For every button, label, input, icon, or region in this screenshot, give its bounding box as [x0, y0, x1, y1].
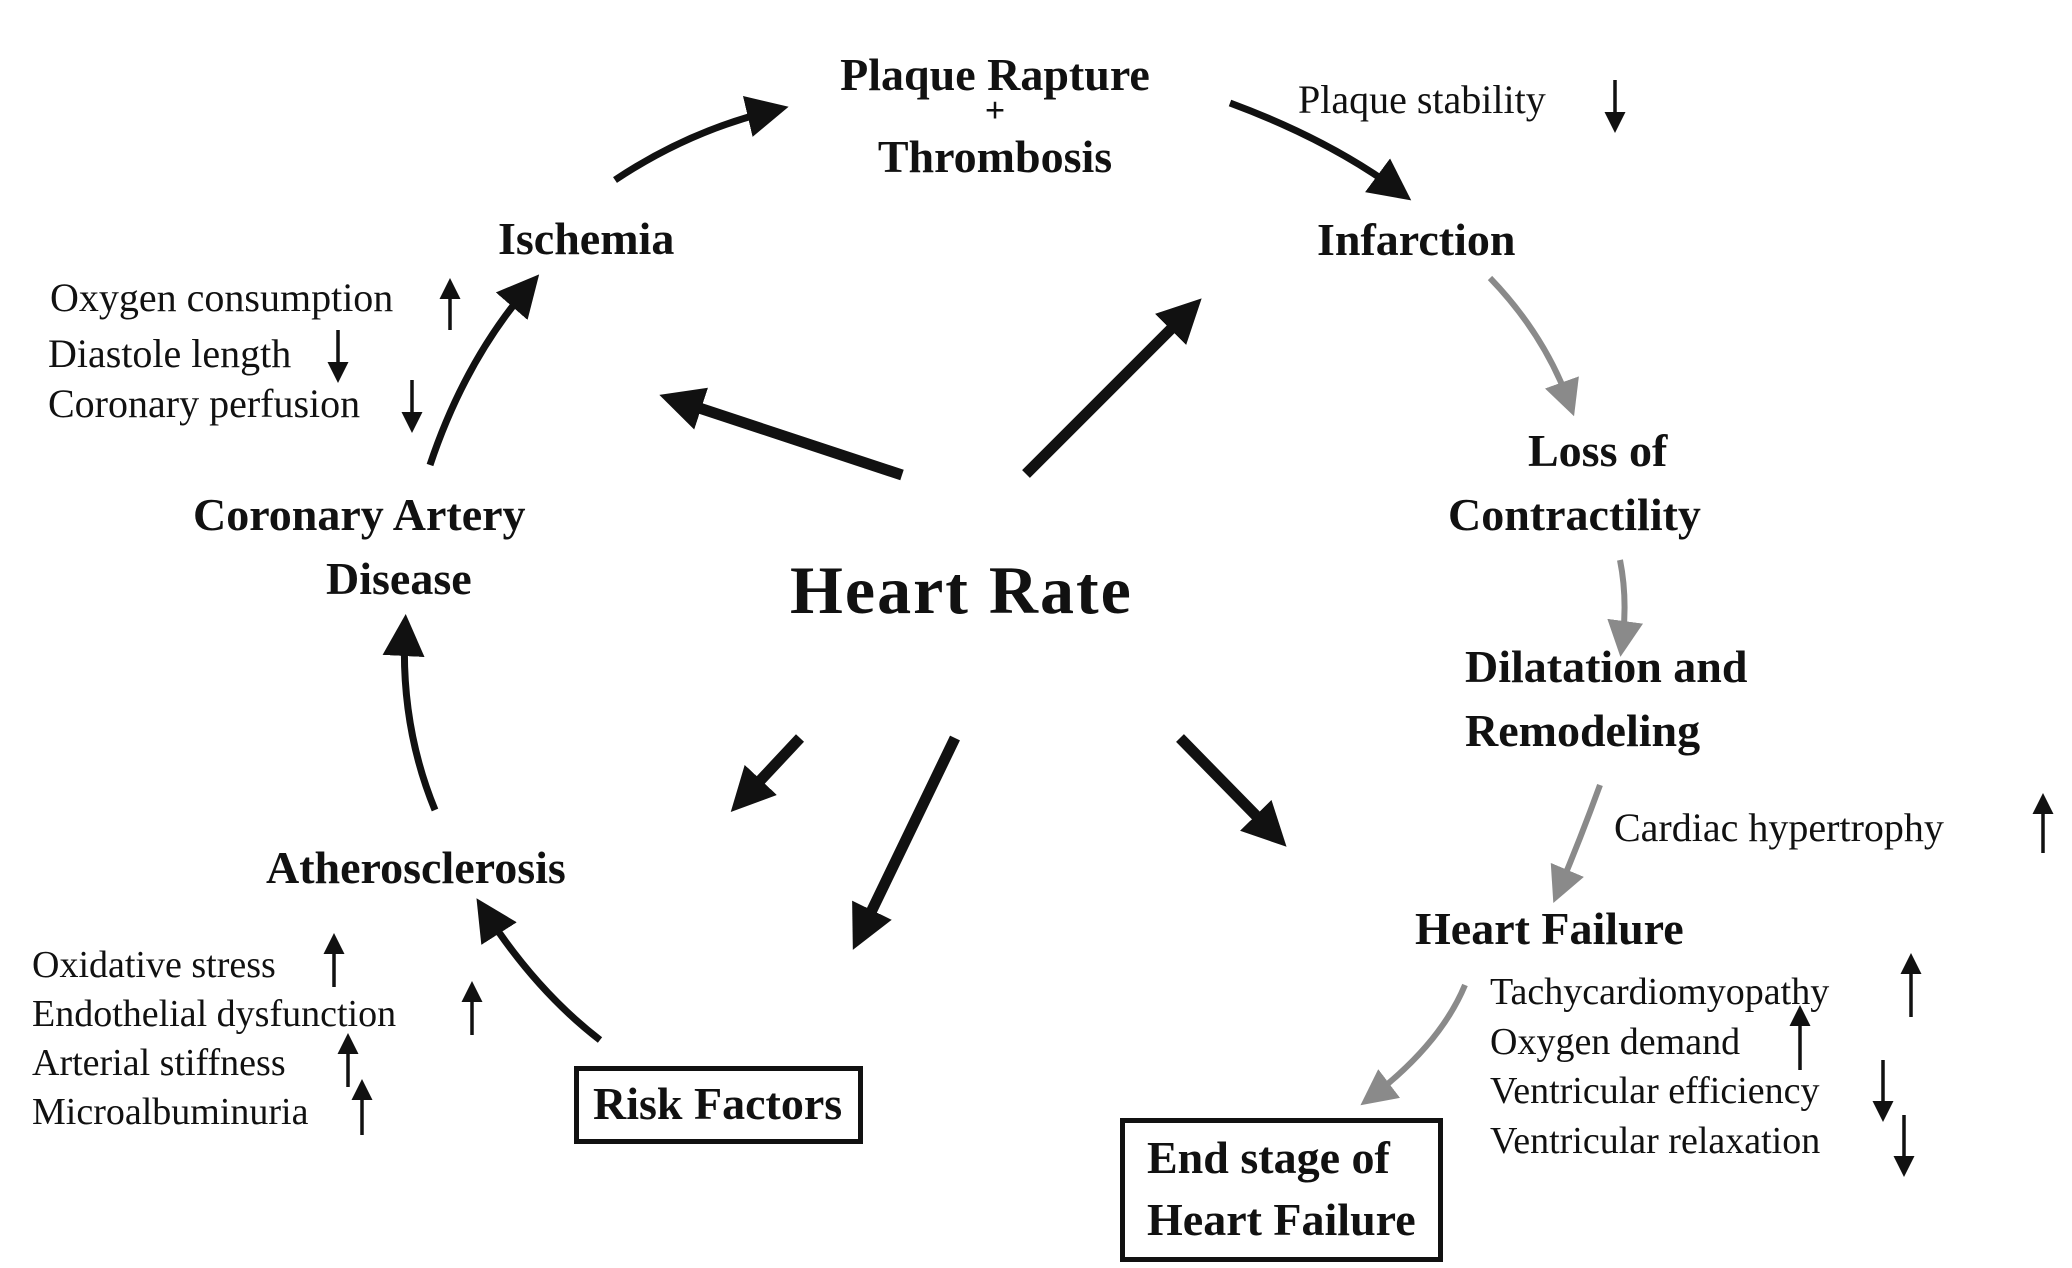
- note-oxygen-consumption: Oxygen consumption: [50, 275, 394, 320]
- note-diastole-length: Diastole length: [48, 331, 292, 376]
- arrow-hf-to-endstage: [1360, 983, 1468, 1106]
- arrow-hr-to-infarction: [1022, 298, 1202, 478]
- note-cardiac-hypertrophy: Cardiac hypertrophy: [1614, 805, 1944, 850]
- note-ventricular-efficiency: Ventricular efficiency: [1490, 1070, 1820, 1112]
- heart-rate-center: Heart Rate: [790, 552, 1133, 628]
- arrow-dilatation-to-hf: [1550, 783, 1603, 904]
- node-thrombosis: Thrombosis: [877, 131, 1113, 182]
- arrow-ischemia-to-plaque: [613, 95, 789, 183]
- end-stage-line1: End stage of: [1147, 1132, 1390, 1183]
- note-tachycardiomyopathy: Tachycardiomyopathy: [1490, 971, 1830, 1013]
- node-ischemia: Ischemia: [498, 213, 675, 264]
- node-dilatation-line1: Dilatation and: [1465, 641, 1748, 692]
- arrow-infarction-to-loss: [1487, 275, 1579, 417]
- note-ventricular-relaxation: Ventricular relaxation: [1490, 1120, 1821, 1162]
- node-loss-of-contractility-line2: Contractility: [1448, 489, 1701, 540]
- note-oxidative-stress: Oxidative stress: [32, 944, 276, 986]
- arrow-loss-to-dilatation: [1607, 559, 1644, 657]
- node-plus-sign: +: [984, 90, 1006, 130]
- end-stage-heart-failure-box: End stage of Heart Failure: [1120, 1118, 1443, 1262]
- node-dilatation-line2: Remodeling: [1465, 705, 1701, 756]
- note-microalbuminuria: Microalbuminuria: [32, 1091, 309, 1133]
- arrow-hr-to-risk: [852, 735, 960, 950]
- note-coronary-perfusion: Coronary perfusion: [48, 381, 361, 426]
- arrow-risk-to-athero: [476, 898, 603, 1043]
- arrow-hr-to-hf: [1176, 734, 1287, 847]
- arrow-plaque-to-infarction: [1228, 99, 1412, 201]
- arrow-hr-to-ischemia: [659, 387, 904, 481]
- note-plaque-stability: Plaque stability: [1298, 77, 1546, 122]
- node-atherosclerosis: Atherosclerosis: [266, 842, 566, 893]
- node-loss-of-contractility-line1: Loss of: [1528, 425, 1668, 476]
- arrow-cad-to-ischemia: [426, 274, 540, 467]
- note-arterial-stiffness: Arterial stiffness: [32, 1042, 286, 1084]
- node-cad-line2: Disease: [326, 553, 472, 604]
- end-stage-line2: Heart Failure: [1147, 1194, 1416, 1245]
- node-infarction: Infarction: [1317, 214, 1516, 265]
- risk-factors-box: Risk Factors: [574, 1066, 864, 1144]
- arrow-hr-to-athero: [730, 734, 805, 813]
- note-endothelial-dysfunction: Endothelial dysfunction: [32, 993, 397, 1035]
- node-plaque-rupture: Plaque Rapture: [840, 49, 1150, 100]
- arrow-athero-to-cad: [382, 614, 439, 812]
- node-heart-failure: Heart Failure: [1415, 903, 1684, 954]
- note-oxygen-demand: Oxygen demand: [1490, 1021, 1741, 1063]
- node-cad-line1: Coronary Artery: [193, 489, 526, 540]
